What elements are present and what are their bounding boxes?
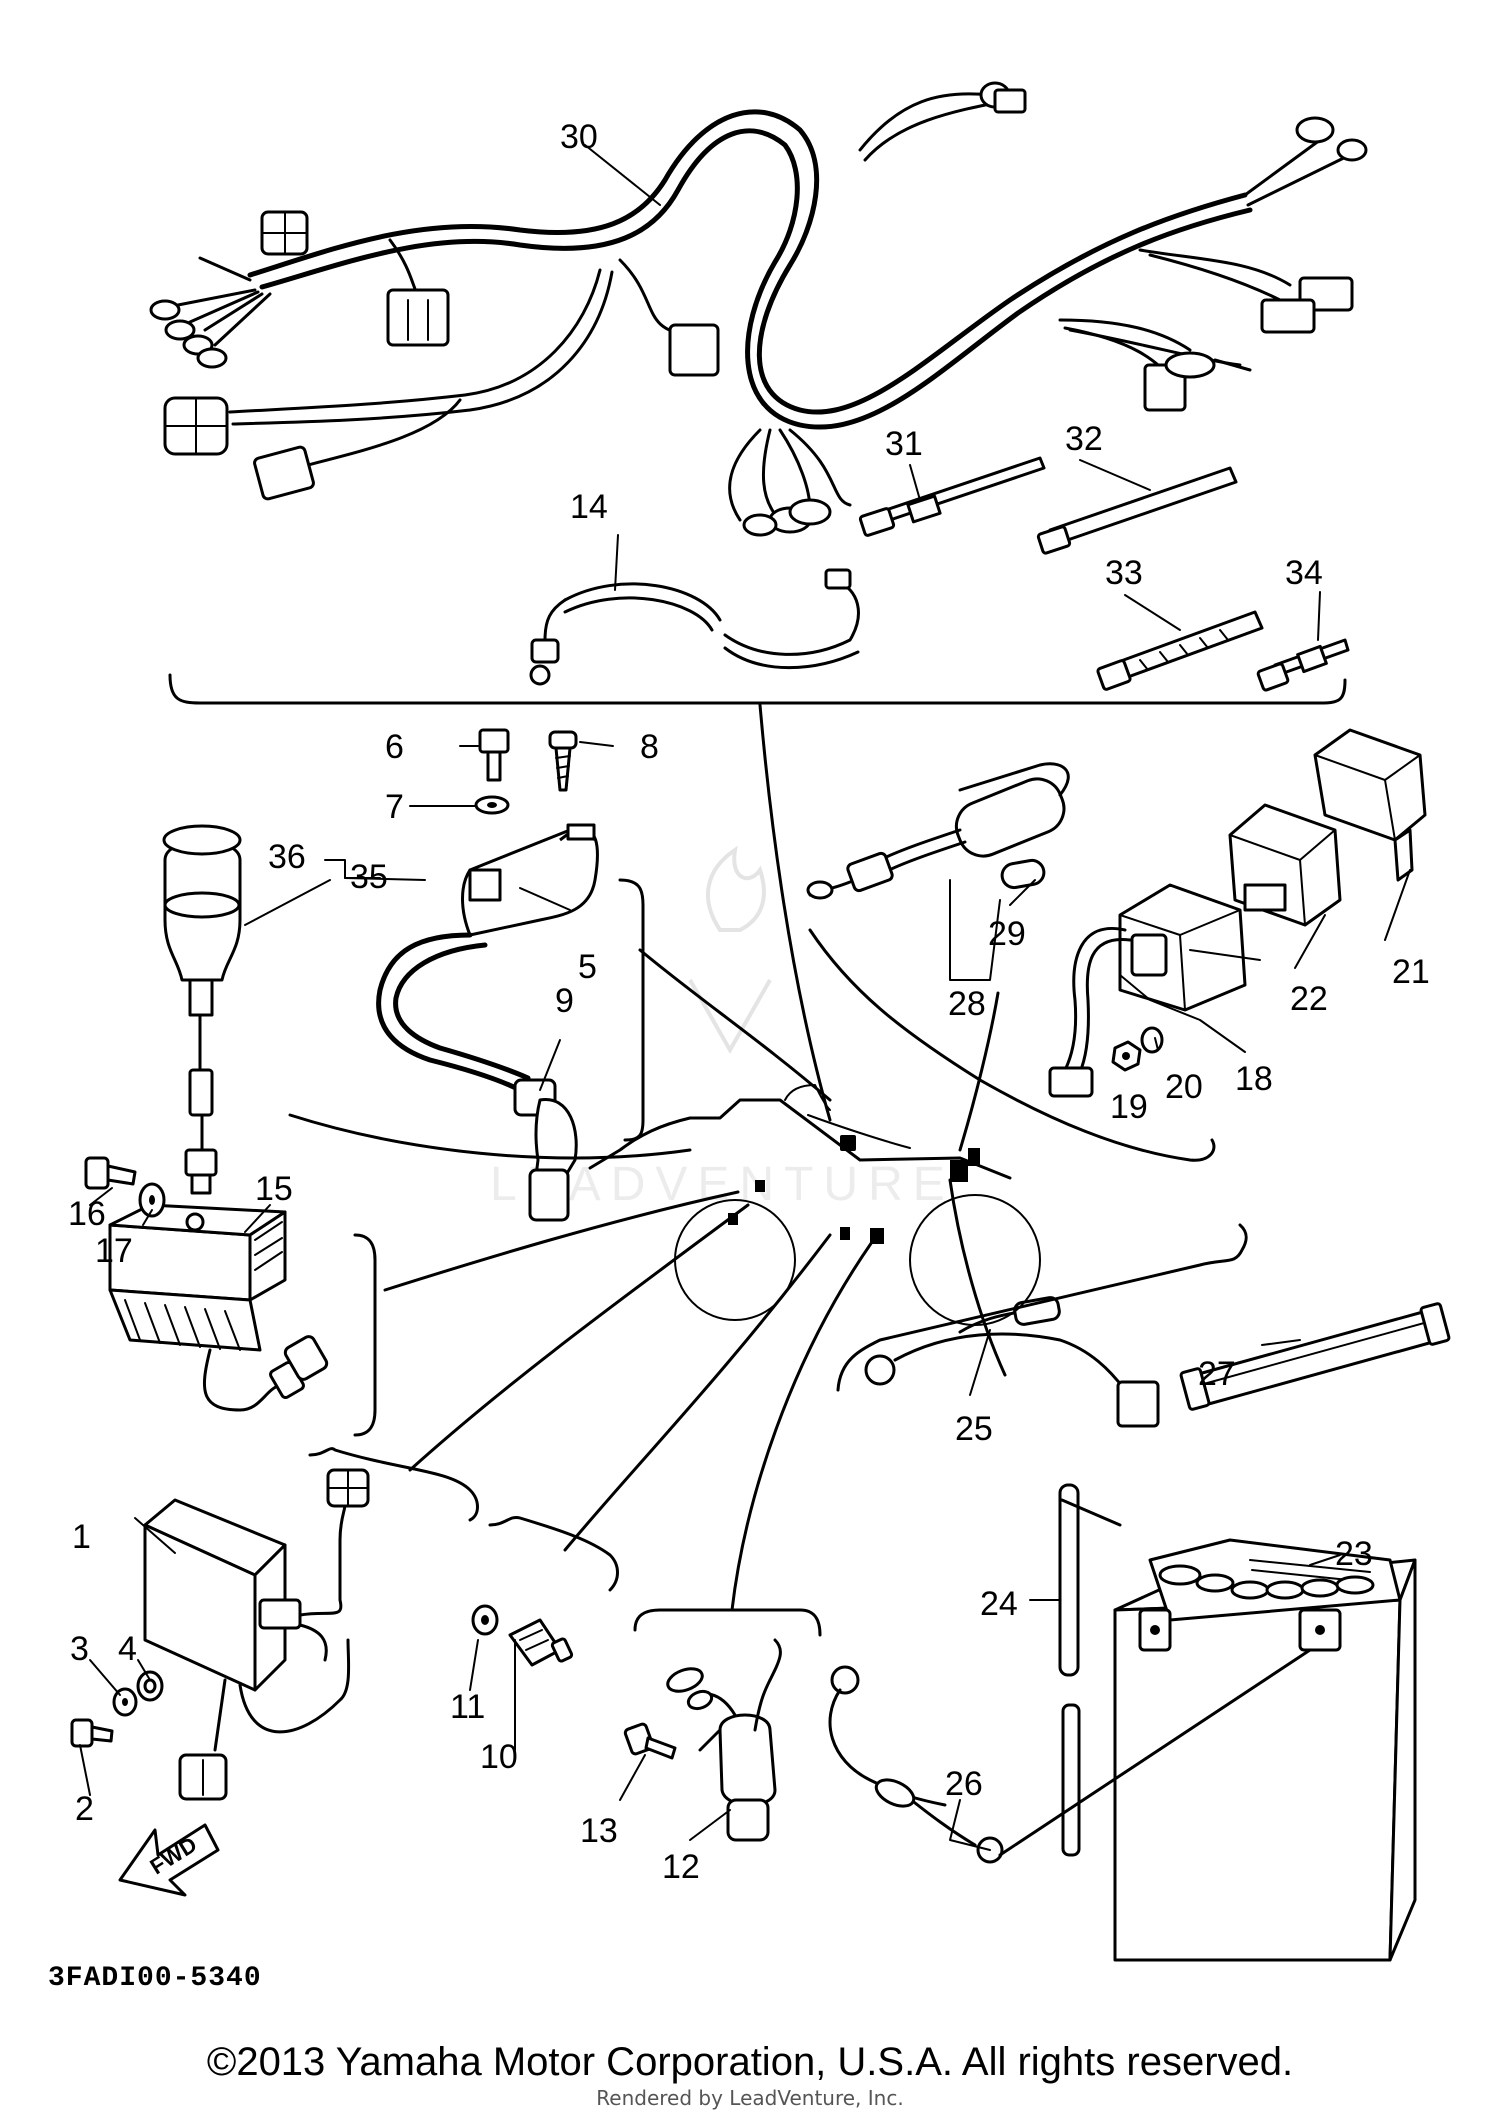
plug-cap[interactable]: [513, 1078, 578, 1222]
callout-30: 30: [560, 118, 598, 156]
battery-brace: [836, 1223, 1248, 1392]
ground-lead[interactable]: [864, 1296, 1160, 1428]
assembly-brace-top: [168, 673, 1347, 705]
vehicle-outline: [588, 1084, 1041, 1326]
callout-34: 34: [1285, 554, 1323, 592]
callout-33: 33: [1105, 554, 1143, 592]
relay-brace: [808, 928, 1216, 1162]
cable-tie-33[interactable]: [1096, 610, 1264, 691]
callout-16: 16: [68, 1195, 106, 1233]
fuse[interactable]: [1000, 858, 1046, 890]
nut-19[interactable]: [1111, 1040, 1142, 1072]
washer-20[interactable]: [1140, 1026, 1164, 1054]
relay-cover[interactable]: [1313, 728, 1427, 882]
main-switch[interactable]: [162, 824, 242, 1195]
relay-22[interactable]: [1228, 803, 1342, 927]
callout-22: 22: [1290, 980, 1328, 1018]
callout-6: 6: [385, 728, 404, 766]
washer-17[interactable]: [138, 1182, 166, 1218]
washer-4[interactable]: [136, 1670, 164, 1702]
brace-neutral: [488, 1515, 619, 1592]
negative-lead[interactable]: [828, 1648, 1312, 1864]
neutral-switch[interactable]: [508, 1618, 574, 1667]
starter-relay[interactable]: [1048, 883, 1247, 1098]
cable-tie-34[interactable]: [1256, 638, 1350, 692]
callout-19: 19: [1110, 1088, 1148, 1126]
callout-25: 25: [955, 1410, 993, 1448]
callout-5: 5: [578, 948, 597, 986]
gasket-11[interactable]: [471, 1604, 499, 1636]
callout-18: 18: [1235, 1060, 1273, 1098]
callout-36: 36: [268, 838, 306, 876]
bolt-16[interactable]: [84, 1156, 137, 1190]
callout-12: 12: [662, 1848, 700, 1886]
callout-26: 26: [945, 1765, 983, 1803]
callout-2: 2: [75, 1790, 94, 1828]
callout-leaders: [79, 144, 1411, 1851]
washer-7[interactable]: [474, 795, 510, 815]
lead-wire[interactable]: [529, 568, 860, 686]
copyright-notice: ©2013 Yamaha Motor Corporation, U.S.A. A…: [206, 2040, 1294, 2084]
fuse-holder[interactable]: [806, 762, 1071, 900]
callout-29: 29: [988, 915, 1026, 953]
rectifier-regulator[interactable]: [108, 1203, 329, 1412]
callout-13: 13: [580, 1812, 618, 1850]
callout-35: 35: [350, 858, 388, 896]
callout-3: 3: [70, 1630, 89, 1668]
callout-14: 14: [570, 488, 608, 526]
callout-1: 1: [72, 1518, 91, 1556]
callout-10: 10: [480, 1738, 518, 1776]
callout-28: 28: [948, 985, 986, 1023]
cdi-unit[interactable]: [143, 1468, 370, 1801]
callout-23: 23: [1335, 1535, 1373, 1573]
callout-27: 27: [1198, 1355, 1236, 1393]
breather-pipe[interactable]: [1058, 1483, 1122, 1857]
callout-15: 15: [255, 1170, 293, 1208]
callout-4: 4: [118, 1630, 137, 1668]
diagram-part-code: 3FADI00-5340: [48, 1963, 262, 1994]
battery-band[interactable]: [1179, 1302, 1451, 1411]
leader-lines: [288, 703, 1007, 1612]
battery[interactable]: [1113, 1538, 1417, 1962]
rectifier-brace: [353, 1233, 377, 1437]
callout-20: 20: [1165, 1068, 1203, 1106]
callout-9: 9: [555, 982, 574, 1020]
wire-harness[interactable]: [149, 81, 1368, 537]
callout-11: 11: [450, 1688, 485, 1726]
ignition-coil[interactable]: [376, 823, 599, 1093]
callout-labels: 1 2 3 4 5 6 7 8 9 10 11 12 13 14 15 16 1…: [68, 118, 1430, 1886]
screw-8[interactable]: [548, 730, 578, 792]
brace-cdi: [308, 1447, 479, 1522]
callout-32: 32: [1065, 420, 1103, 458]
callout-8: 8: [640, 728, 659, 766]
callout-7: 7: [385, 788, 404, 826]
fwd-arrow: FWD: [118, 1823, 220, 1897]
coil-brace: [618, 878, 645, 1142]
cable-tie-31[interactable]: [858, 456, 1046, 537]
bolt-13[interactable]: [623, 1722, 677, 1760]
cable-tie-32[interactable]: [1036, 466, 1238, 555]
starter-switch[interactable]: [665, 1638, 782, 1842]
brace-starter: [633, 1608, 822, 1637]
bolt-2[interactable]: [70, 1718, 114, 1748]
rendered-by-credit: Rendered by LeadVenture, Inc.: [596, 2086, 904, 2110]
callout-21: 21: [1392, 953, 1430, 991]
callout-24: 24: [980, 1585, 1018, 1623]
callout-17: 17: [95, 1232, 133, 1270]
callout-31: 31: [885, 425, 923, 463]
bolt-6[interactable]: [478, 728, 510, 782]
